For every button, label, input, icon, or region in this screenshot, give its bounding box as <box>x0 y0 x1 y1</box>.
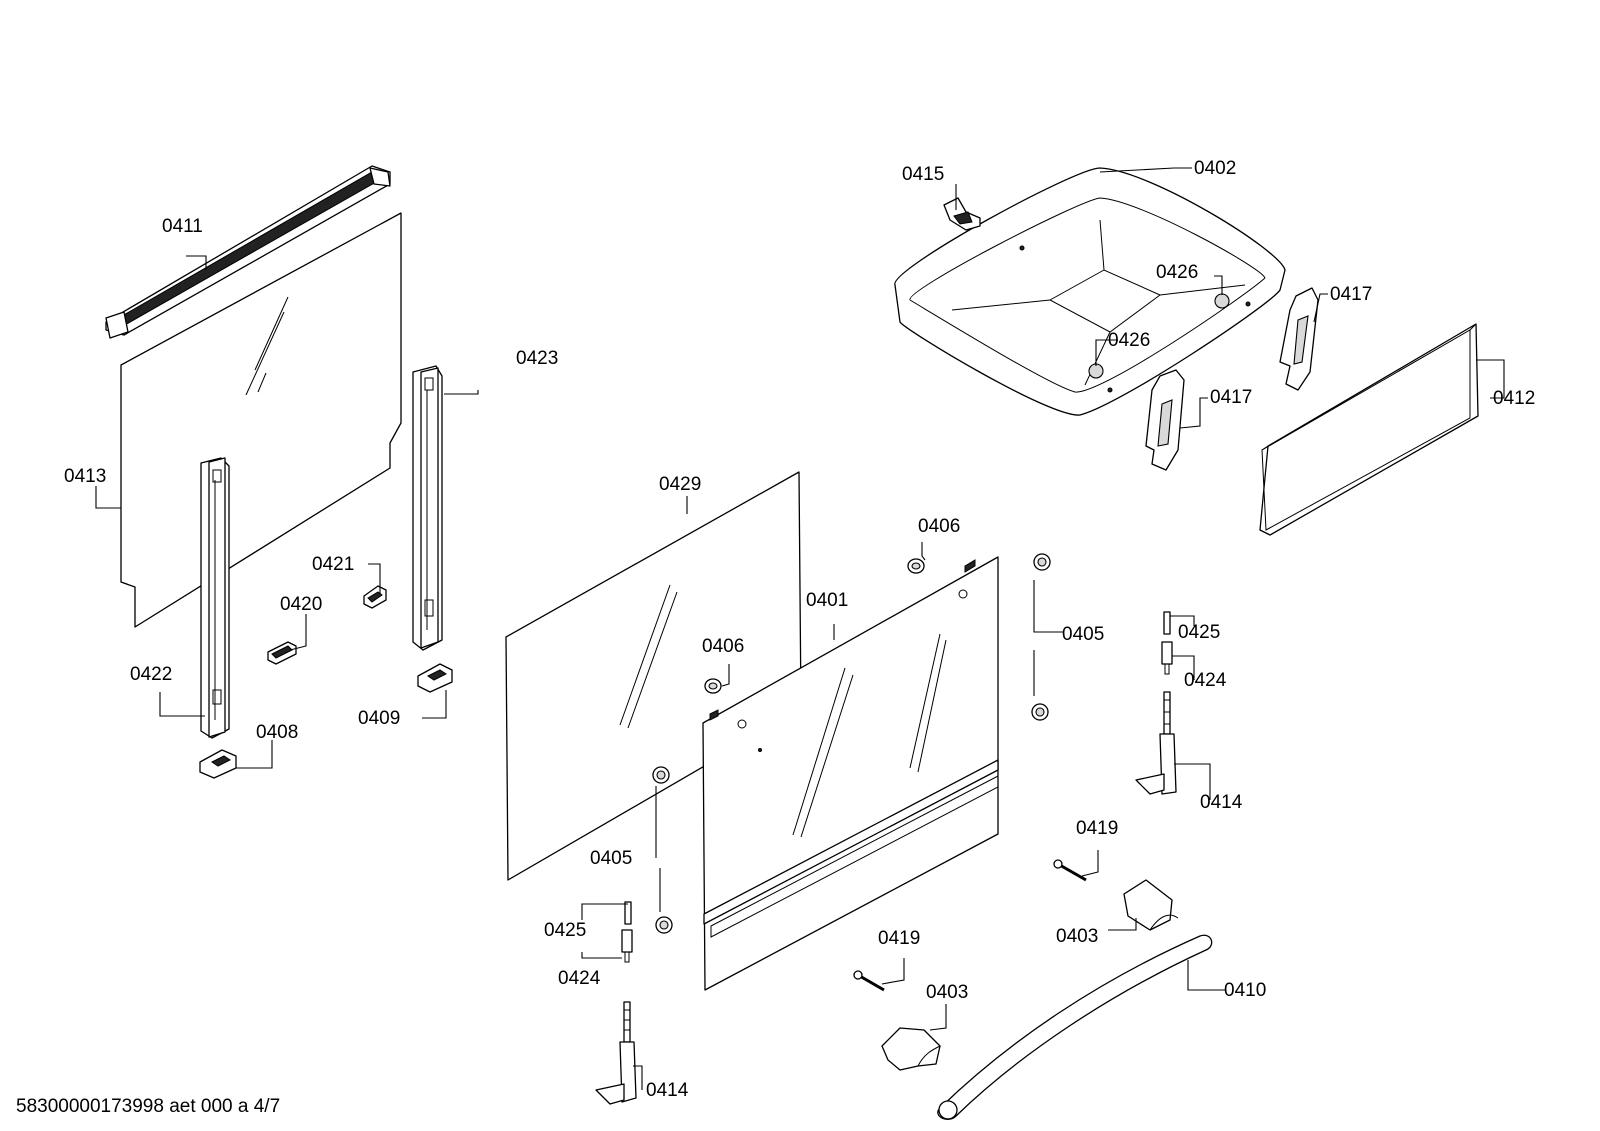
label-0403-a: 0403 <box>1056 926 1098 947</box>
part-0414-hinge-left <box>595 1001 637 1105</box>
label-0406-a: 0406 <box>918 516 960 537</box>
label-0424-right: 0424 <box>1184 670 1227 691</box>
label-0410: 0410 <box>1224 980 1266 1001</box>
document-id-footer: 58300000173998 aet 000 a 4/7 <box>16 1096 280 1117</box>
part-0417-hinge-a <box>1279 287 1319 391</box>
part-0406-bumper-b <box>704 678 722 694</box>
label-0415: 0415 <box>902 164 944 185</box>
part-0402-tray <box>894 167 1286 416</box>
leader-lines <box>95 167 1505 1090</box>
label-0419-b: 0419 <box>878 928 920 949</box>
part-0409-bracket <box>417 663 453 693</box>
part-0405-bumper-c <box>652 766 670 784</box>
label-0424-left: 0424 <box>558 968 601 989</box>
label-0408: 0408 <box>256 722 298 743</box>
part-0410-handle-bar <box>937 934 1213 1120</box>
part-0406-bumper-a <box>907 558 925 574</box>
part-0403-end-cap-a <box>1123 879 1179 931</box>
part-0422-side-rail-left <box>200 457 230 739</box>
part-0403-end-cap-b <box>881 1027 941 1071</box>
label-0425-left: 0425 <box>544 920 586 941</box>
part-0405-bumper-a <box>1033 553 1051 571</box>
part-0411-trim-strip <box>105 165 391 339</box>
label-0422: 0422 <box>130 664 172 685</box>
label-0412: 0412 <box>1493 388 1535 409</box>
label-0405-a: 0405 <box>1062 624 1104 645</box>
label-0413: 0413 <box>64 466 106 487</box>
label-0419-a: 0419 <box>1076 818 1118 839</box>
part-0425-pin-left <box>624 901 632 925</box>
label-0417-b: 0417 <box>1210 387 1252 408</box>
part-0421-clip <box>363 585 387 609</box>
part-0412-side-panel <box>1259 323 1479 536</box>
part-0413-glass-panel <box>120 212 402 628</box>
label-0420: 0420 <box>280 594 322 615</box>
label-0406-b: 0406 <box>702 636 744 657</box>
label-0414-right: 0414 <box>1200 792 1243 813</box>
part-0415-clip <box>943 197 981 231</box>
part-0417-hinge-b <box>1145 369 1185 471</box>
label-0426-b: 0426 <box>1108 330 1150 351</box>
label-0417-a: 0417 <box>1330 284 1372 305</box>
part-0401-outer-door <box>702 556 999 991</box>
label-0401: 0401 <box>806 590 848 611</box>
label-0409: 0409 <box>358 708 400 729</box>
part-0419-screw-b <box>853 970 885 992</box>
part-0423-side-rail-right <box>412 365 443 651</box>
label-0403-b: 0403 <box>926 982 968 1003</box>
label-0429: 0429 <box>659 474 701 495</box>
label-0405-b: 0405 <box>590 848 632 869</box>
label-0421: 0421 <box>312 554 354 575</box>
part-0408-bracket <box>199 749 237 779</box>
label-0402: 0402 <box>1194 158 1236 179</box>
label-0423: 0423 <box>516 348 558 369</box>
part-labels: 0402 0415 0426 0426 0417 0417 0412 0411 … <box>64 158 1535 1101</box>
part-0424-bushing-right <box>1161 641 1173 675</box>
label-0426-a: 0426 <box>1156 262 1198 283</box>
part-0420-clip <box>267 641 297 665</box>
part-0419-screw-a <box>1053 859 1087 882</box>
part-0405-bumper-b <box>1031 703 1049 721</box>
part-0425-pin-right <box>1163 611 1171 635</box>
part-0414-hinge-right <box>1135 691 1177 795</box>
part-0424-bushing-left <box>621 929 633 963</box>
label-0411: 0411 <box>162 216 203 237</box>
label-0414-left: 0414 <box>646 1080 689 1101</box>
part-0405-bumper-d <box>655 916 673 934</box>
label-0425-right: 0425 <box>1178 622 1220 643</box>
